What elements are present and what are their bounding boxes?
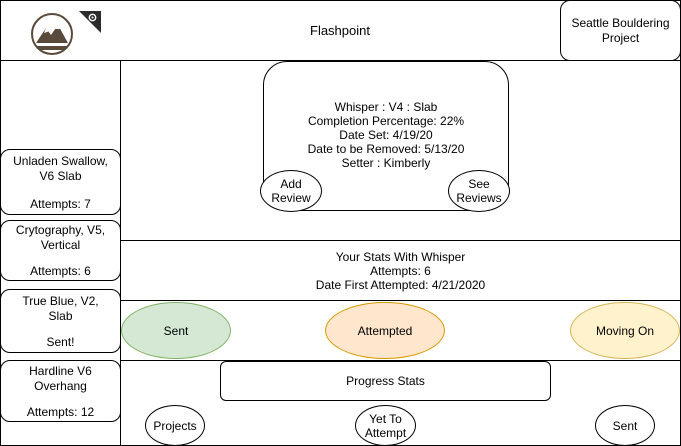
gym-select-label: Seattle Bouldering Project xyxy=(571,15,670,45)
yet-to-attempt-label: Yet To Attempt xyxy=(364,411,407,440)
sidebar-item-unladen-swallow[interactable]: Unladen Swallow, V6 Slab Attempts: 7 xyxy=(0,149,121,215)
sidebar-item-status: Attempts: 12 xyxy=(26,404,95,419)
climb-setter: Setter : Kimberly xyxy=(341,156,431,170)
gear-icon[interactable] xyxy=(79,11,101,33)
climb-date-removed: Date to be Removed: 5/13/20 xyxy=(307,142,465,156)
stats-attempts: Attempts: 6 xyxy=(370,263,431,278)
moving-on-status-button[interactable]: Moving On xyxy=(570,302,680,359)
projects-button[interactable]: Projects xyxy=(145,405,205,446)
sent-status-button[interactable]: Sent xyxy=(121,302,231,359)
stats-first-attempted: Date First Attempted: 4/21/2020 xyxy=(315,277,486,292)
add-review-button[interactable]: Add Review xyxy=(260,170,322,212)
progress-sent-button[interactable]: Sent xyxy=(595,405,655,446)
sidebar-item-crytography[interactable]: Crytography, V5, Vertical Attempts: 6 xyxy=(0,220,121,281)
page-title: Flashpoint xyxy=(310,22,370,38)
sidebar-item-name: Unladen Swallow, V6 Slab xyxy=(13,153,108,183)
sidebar-item-name: Hardline V6 Overhang xyxy=(29,363,92,393)
sidebar-item-status: Attempts: 7 xyxy=(30,196,91,211)
see-reviews-button[interactable]: See Reviews xyxy=(448,170,510,212)
progress-sent-label: Sent xyxy=(612,418,638,433)
gym-select-button[interactable]: Seattle Bouldering Project xyxy=(560,0,681,61)
attempted-status-button[interactable]: Attempted xyxy=(325,302,445,359)
climb-title: Whisper : V4 : Slab xyxy=(334,100,438,114)
sidebar-item-true-blue[interactable]: True Blue, V2, Slab Sent! xyxy=(0,289,121,353)
attempted-status-label: Attempted xyxy=(357,323,413,338)
mountain-logo-icon[interactable] xyxy=(31,13,73,55)
climb-stats-panel: Your Stats With Whisper Attempts: 6 Date… xyxy=(120,240,681,301)
add-review-label: Add Review xyxy=(271,177,311,205)
climb-info: Whisper : V4 : Slab Completion Percentag… xyxy=(264,100,508,170)
moving-on-status-label: Moving On xyxy=(595,323,655,338)
sidebar-item-status: Attempts: 6 xyxy=(30,264,91,278)
stats-heading: Your Stats With Whisper xyxy=(335,249,466,264)
yet-to-attempt-button[interactable]: Yet To Attempt xyxy=(355,405,416,446)
sidebar-item-name: True Blue, V2, Slab xyxy=(22,293,99,323)
climb-date-set: Date Set: 4/19/20 xyxy=(339,128,433,142)
sent-status-label: Sent xyxy=(163,323,189,338)
projects-label: Projects xyxy=(153,418,197,433)
sidebar-item-name: Crytography, V5, Vertical xyxy=(15,223,106,252)
sidebar-item-hardline[interactable]: Hardline V6 Overhang Attempts: 12 xyxy=(0,360,121,422)
progress-stats-button[interactable]: Progress Stats xyxy=(220,361,551,401)
climb-completion: Completion Percentage: 22% xyxy=(307,114,465,128)
progress-stats-label: Progress Stats xyxy=(346,374,425,388)
sidebar-item-status: Sent! xyxy=(46,334,75,349)
see-reviews-label: See Reviews xyxy=(456,177,502,205)
